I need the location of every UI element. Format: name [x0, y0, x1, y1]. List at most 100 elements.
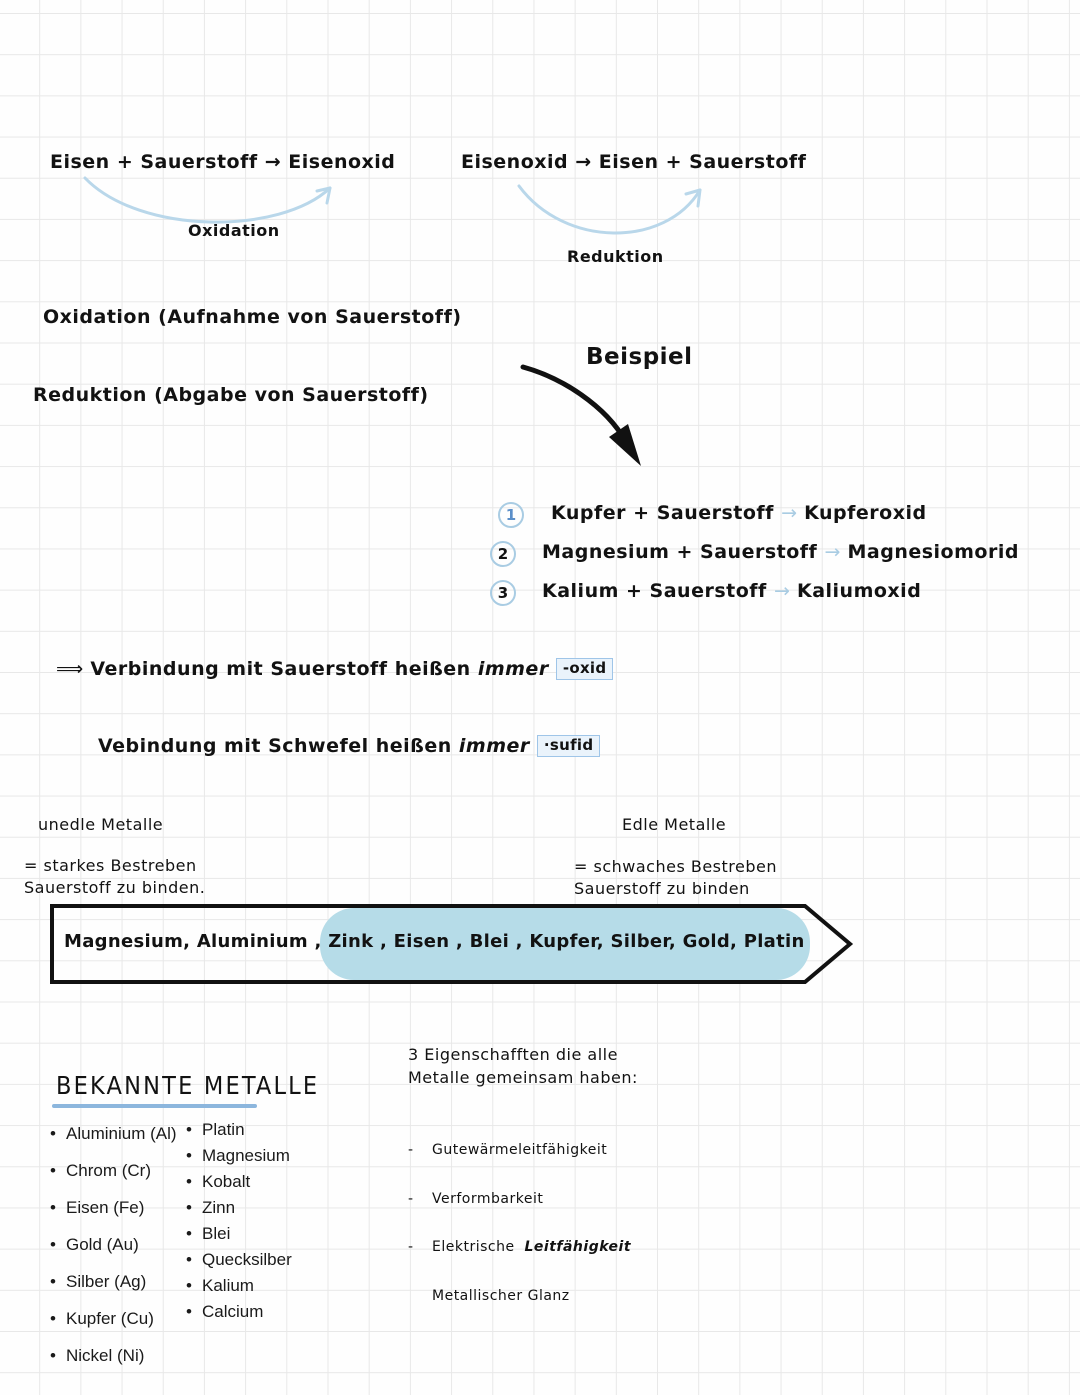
list-item: •Silber (Ag) — [50, 1272, 147, 1291]
metal-series-highlight — [320, 908, 810, 980]
list-item: •Eisen (Fe) — [50, 1198, 145, 1217]
oxidation-arrowhead — [315, 186, 332, 205]
beispiel-heading: Beispiel — [586, 344, 693, 370]
bullet-icon: • — [186, 1198, 192, 1217]
example-3-arrow-icon: → — [773, 580, 790, 602]
eigenschaften-heading-line-2: Metalle gemeinsam haben: — [408, 1068, 638, 1088]
bullet-icon: • — [50, 1124, 56, 1143]
dash-icon: - — [408, 1142, 414, 1158]
edle-metalle-title: Edle Metalle — [622, 815, 727, 834]
unedle-metalle-title: unedle Metalle — [38, 815, 164, 834]
eigenschaft-4: Metallischer Glanz — [432, 1288, 570, 1304]
equation-oxidation: Eisen + Sauerstoff → Eisenoxid — [50, 151, 396, 174]
example-3-product: Kaliumoxid — [796, 580, 922, 602]
bekannte-metalle-title: BEKANNTE METALLE — [56, 1071, 320, 1100]
example-row-1: Kupfer + Sauerstoff → Kupferoxid — [551, 502, 927, 525]
tag-oxid: -oxid — [555, 658, 614, 681]
conclusion-oxid-text: Verbindung mit Sauerstoff heißen — [90, 658, 471, 680]
example-2-arrow-icon: → — [824, 541, 841, 563]
unedle-desc-line-1: = starkes Bestreben — [24, 856, 197, 875]
list-item: •Chrom (Cr) — [50, 1161, 151, 1180]
bullet-icon: • — [186, 1224, 192, 1243]
example-1-product: Kupferoxid — [804, 502, 927, 524]
example-number-1: 1 — [498, 502, 524, 528]
example-row-2: Magnesium + Sauerstoff → Magnesiomorid — [542, 541, 1019, 564]
bullet-icon: • — [186, 1250, 192, 1269]
example-1-arrow-icon: → — [781, 502, 797, 524]
bullet-icon: • — [50, 1235, 56, 1254]
bullet-icon: • — [50, 1161, 56, 1180]
metal-series-banner: Magnesium, Aluminium , Zink , Eisen , Bl… — [50, 903, 860, 985]
bullet-icon: • — [186, 1146, 192, 1165]
unedle-metalle-description: = starkes Bestreben Sauerstoff zu binden… — [24, 855, 205, 898]
label-reduktion: Reduktion — [567, 247, 664, 266]
list-item: •Nickel (Ni) — [50, 1346, 145, 1365]
example-number-2: 2 — [490, 541, 516, 567]
list-item: •Aluminium (Al) — [50, 1124, 177, 1143]
bullet-icon: • — [186, 1172, 192, 1191]
metal-series-arrow-outline — [50, 904, 854, 984]
conclusion-oxid: ⟹ Verbindung mit Sauerstoff heißen immer… — [56, 658, 614, 681]
conclusion-sulfid: Vebindung mit Schwefel heißen immer ·suf… — [98, 735, 601, 758]
reduktion-curve-arrow — [517, 184, 702, 235]
definition-reduktion: Reduktion (Abgabe von Sauerstoff) — [33, 384, 429, 406]
list-item: •Kobalt — [186, 1172, 251, 1191]
oxidation-curve-arrow — [83, 176, 332, 224]
eigenschaft-3: - Elektrische Leitfähigkeit — [408, 1239, 631, 1255]
eigenschaft-2-text: Verformbarkeit — [432, 1191, 544, 1207]
conclusion-oxid-emphasis: immer — [477, 658, 549, 680]
conclusion-sulfid-emphasis: immer — [458, 735, 530, 757]
bullet-icon: • — [186, 1302, 192, 1321]
bullet-icon: • — [186, 1276, 192, 1295]
list-item: •Calcium — [186, 1302, 264, 1321]
edle-desc-line-2: Sauerstoff zu binden — [574, 878, 750, 898]
example-1-reactants: Kupfer + Sauerstoff — [551, 502, 774, 524]
eigenschaft-1: - Gutewärmeleitfähigkeit — [408, 1142, 607, 1158]
conclusion-sulfid-text: Vebindung mit Schwefel heißen — [98, 735, 452, 757]
eigenschaft-2: - Verformbarkeit — [408, 1191, 543, 1207]
definition-oxidation: Oxidation (Aufnahme von Sauerstoff) — [43, 306, 462, 328]
bullet-icon: • — [50, 1198, 56, 1217]
equation-reduktion-text: Eisenoxid → Eisen + Sauerstoff — [461, 151, 807, 173]
bullet-icon: • — [186, 1120, 192, 1139]
eigenschaft-3-text-plain: Elektrische — [432, 1239, 515, 1255]
list-item: •Zinn — [186, 1198, 236, 1217]
eigenschaft-3-text-cursive: Leitfähigkeit — [524, 1239, 632, 1255]
bekannte-metalle-column-2: •Platin •Magnesium •Kobalt •Zinn •Blei •… — [186, 1120, 292, 1328]
example-row-3: Kalium + Sauerstoff → Kaliumoxid — [542, 580, 922, 603]
example-3-reactants: Kalium + Sauerstoff — [542, 580, 767, 602]
reduktion-arrowhead — [684, 188, 702, 208]
list-item: •Quecksilber — [186, 1250, 292, 1269]
equation-oxidation-text: Eisen + Sauerstoff → Eisenoxid — [50, 151, 396, 173]
dash-icon: - — [408, 1239, 414, 1255]
bullet-icon: • — [50, 1346, 56, 1365]
bullet-icon: • — [50, 1272, 56, 1291]
dash-icon: - — [408, 1191, 414, 1207]
example-2-product: Magnesiomorid — [847, 541, 1019, 563]
edle-metalle-description: = schwaches Bestreben Sauerstoff zu bind… — [574, 856, 777, 899]
edle-desc-line-1: = schwaches Bestreben — [574, 857, 777, 876]
example-number-3: 3 — [490, 580, 516, 606]
metal-series-text: Magnesium, Aluminium , Zink , Eisen , Bl… — [64, 931, 805, 952]
tag-sulfid: ·sufid — [536, 735, 601, 758]
eigenschaft-1-text: Gutewärmeleitfähigkeit — [432, 1142, 608, 1158]
bekannte-metalle-underline — [52, 1104, 257, 1108]
eigenschaften-heading: 3 Eigenschafften die alle Metalle gemein… — [408, 1043, 638, 1089]
beispiel-curve-arrow — [520, 364, 631, 450]
list-item: •Gold (Au) — [50, 1235, 139, 1254]
beispiel-arrowhead — [609, 424, 641, 466]
list-item: •Magnesium — [186, 1146, 290, 1165]
bullet-icon: • — [50, 1309, 56, 1328]
implies-icon: ⟹ — [56, 658, 84, 680]
list-item: •Kupfer (Cu) — [50, 1309, 154, 1328]
label-oxidation: Oxidation — [188, 221, 280, 240]
list-item: •Platin — [186, 1120, 245, 1139]
eigenschaften-heading-line-1: 3 Eigenschafften die alle — [408, 1045, 618, 1064]
list-item: •Blei — [186, 1224, 231, 1243]
bekannte-metalle-column-1: •Aluminium (Al) •Chrom (Cr) •Eisen (Fe) … — [50, 1124, 177, 1383]
equation-reduktion: Eisenoxid → Eisen + Sauerstoff — [461, 151, 807, 174]
example-2-reactants: Magnesium + Sauerstoff — [542, 541, 818, 563]
eigenschaft-4-text: Metallischer Glanz — [432, 1288, 570, 1304]
list-item: •Kalium — [186, 1276, 254, 1295]
